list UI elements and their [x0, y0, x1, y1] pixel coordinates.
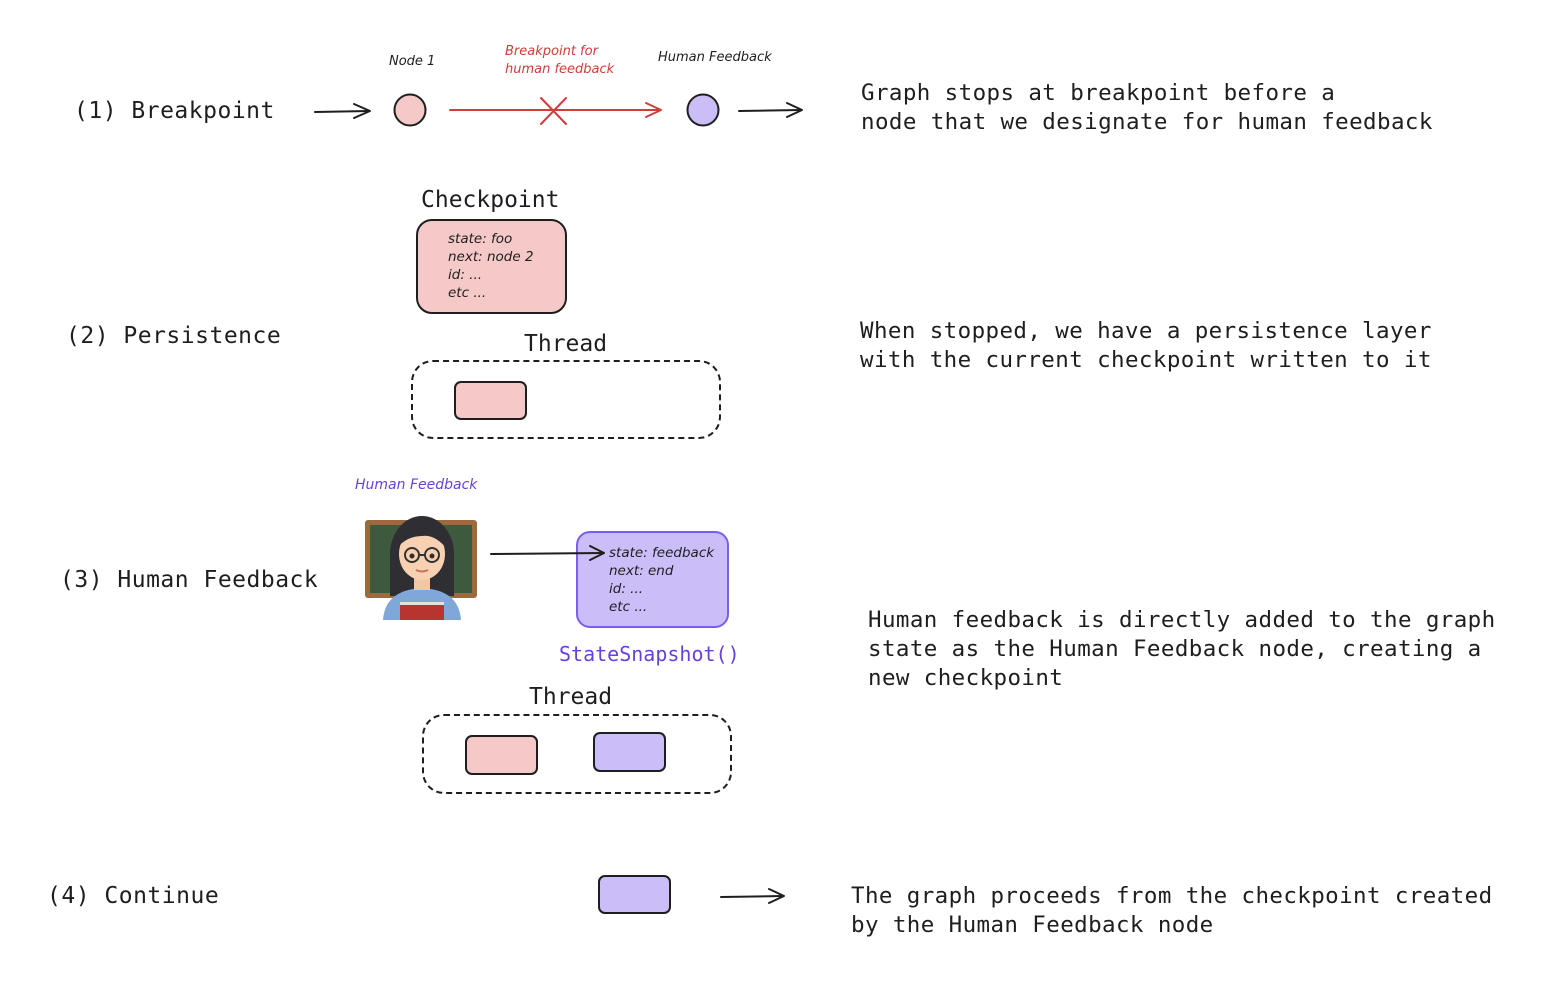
step2-desc-line2: with the current checkpoint written to i…: [860, 347, 1432, 373]
thread-checkpoint-purple-step3: [593, 732, 666, 772]
breakpoint-label-line2: human feedback: [505, 62, 615, 77]
checkpoint-line-next: next: node 2: [448, 249, 534, 265]
human-feedback-node-label: Human Feedback: [658, 50, 772, 65]
checkpoint-line-etc: etc ...: [448, 285, 487, 301]
arrow-continue: [720, 888, 785, 904]
continue-checkpoint-purple: [598, 875, 671, 914]
breakpoint-label-line1: Breakpoint for: [505, 44, 598, 59]
state-snapshot-card: state: feedback next: end id: ... etc ..…: [576, 531, 729, 628]
step3-desc-line2: state as the Human Feedback node, creati…: [868, 636, 1482, 662]
step1-label: (1) Breakpoint: [74, 98, 275, 124]
teacher-icon: [365, 516, 477, 620]
checkpoint-card: state: foo next: node 2 id: ... etc ...: [416, 219, 567, 314]
step4-desc-line1: The graph proceeds from the checkpoint c…: [851, 883, 1493, 909]
checkpoint-line-state: state: foo: [448, 231, 513, 247]
checkpoint-text: state: foo next: node 2 id: ... etc ...: [448, 230, 534, 302]
snapshot-line-id: id: ...: [609, 581, 644, 597]
thread-container-step3: [422, 714, 732, 794]
human-feedback-label: Human Feedback: [355, 477, 478, 493]
breakpoint-x-icon: [540, 97, 567, 125]
step4-label: (4) Continue: [47, 883, 220, 909]
arrow-out-human-feedback: [738, 102, 803, 118]
step4-desc-line2: by the Human Feedback node: [851, 912, 1214, 938]
arrow-human-to-snapshot: [490, 545, 605, 561]
snapshot-line-state: state: feedback: [609, 545, 715, 561]
step1-desc-line2: node that we designate for human feedbac…: [861, 109, 1433, 135]
step3-label: (3) Human Feedback: [60, 567, 319, 593]
arrow-into-node1: [314, 103, 371, 119]
step2-label: (2) Persistence: [66, 323, 282, 349]
step1-desc-line1: Graph stops at breakpoint before a: [861, 80, 1336, 106]
checkpoint-line-id: id: ...: [448, 267, 483, 283]
thread-title-step2: Thread: [524, 331, 608, 357]
thread-checkpoint-pink-step3: [465, 735, 538, 775]
step3-desc-line1: Human feedback is directly added to the …: [868, 607, 1496, 633]
checkpoint-title: Checkpoint: [421, 187, 560, 213]
step3-desc-line3: new checkpoint: [868, 665, 1064, 691]
snapshot-line-next: next: end: [609, 563, 674, 579]
thread-container-step2: [411, 360, 721, 439]
node1-label: Node 1: [389, 54, 436, 69]
snapshot-line-etc: etc ...: [609, 599, 648, 615]
step2-desc-line1: When stopped, we have a persistence laye…: [860, 318, 1432, 344]
snapshot-text: state: feedback next: end id: ... etc ..…: [609, 544, 714, 616]
node1-circle: [393, 93, 427, 127]
thread-title-step3: Thread: [529, 684, 613, 710]
human-feedback-node-circle: [686, 93, 720, 127]
state-snapshot-caption: StateSnapshot(): [559, 642, 740, 666]
thread-checkpoint-pink: [454, 381, 527, 420]
